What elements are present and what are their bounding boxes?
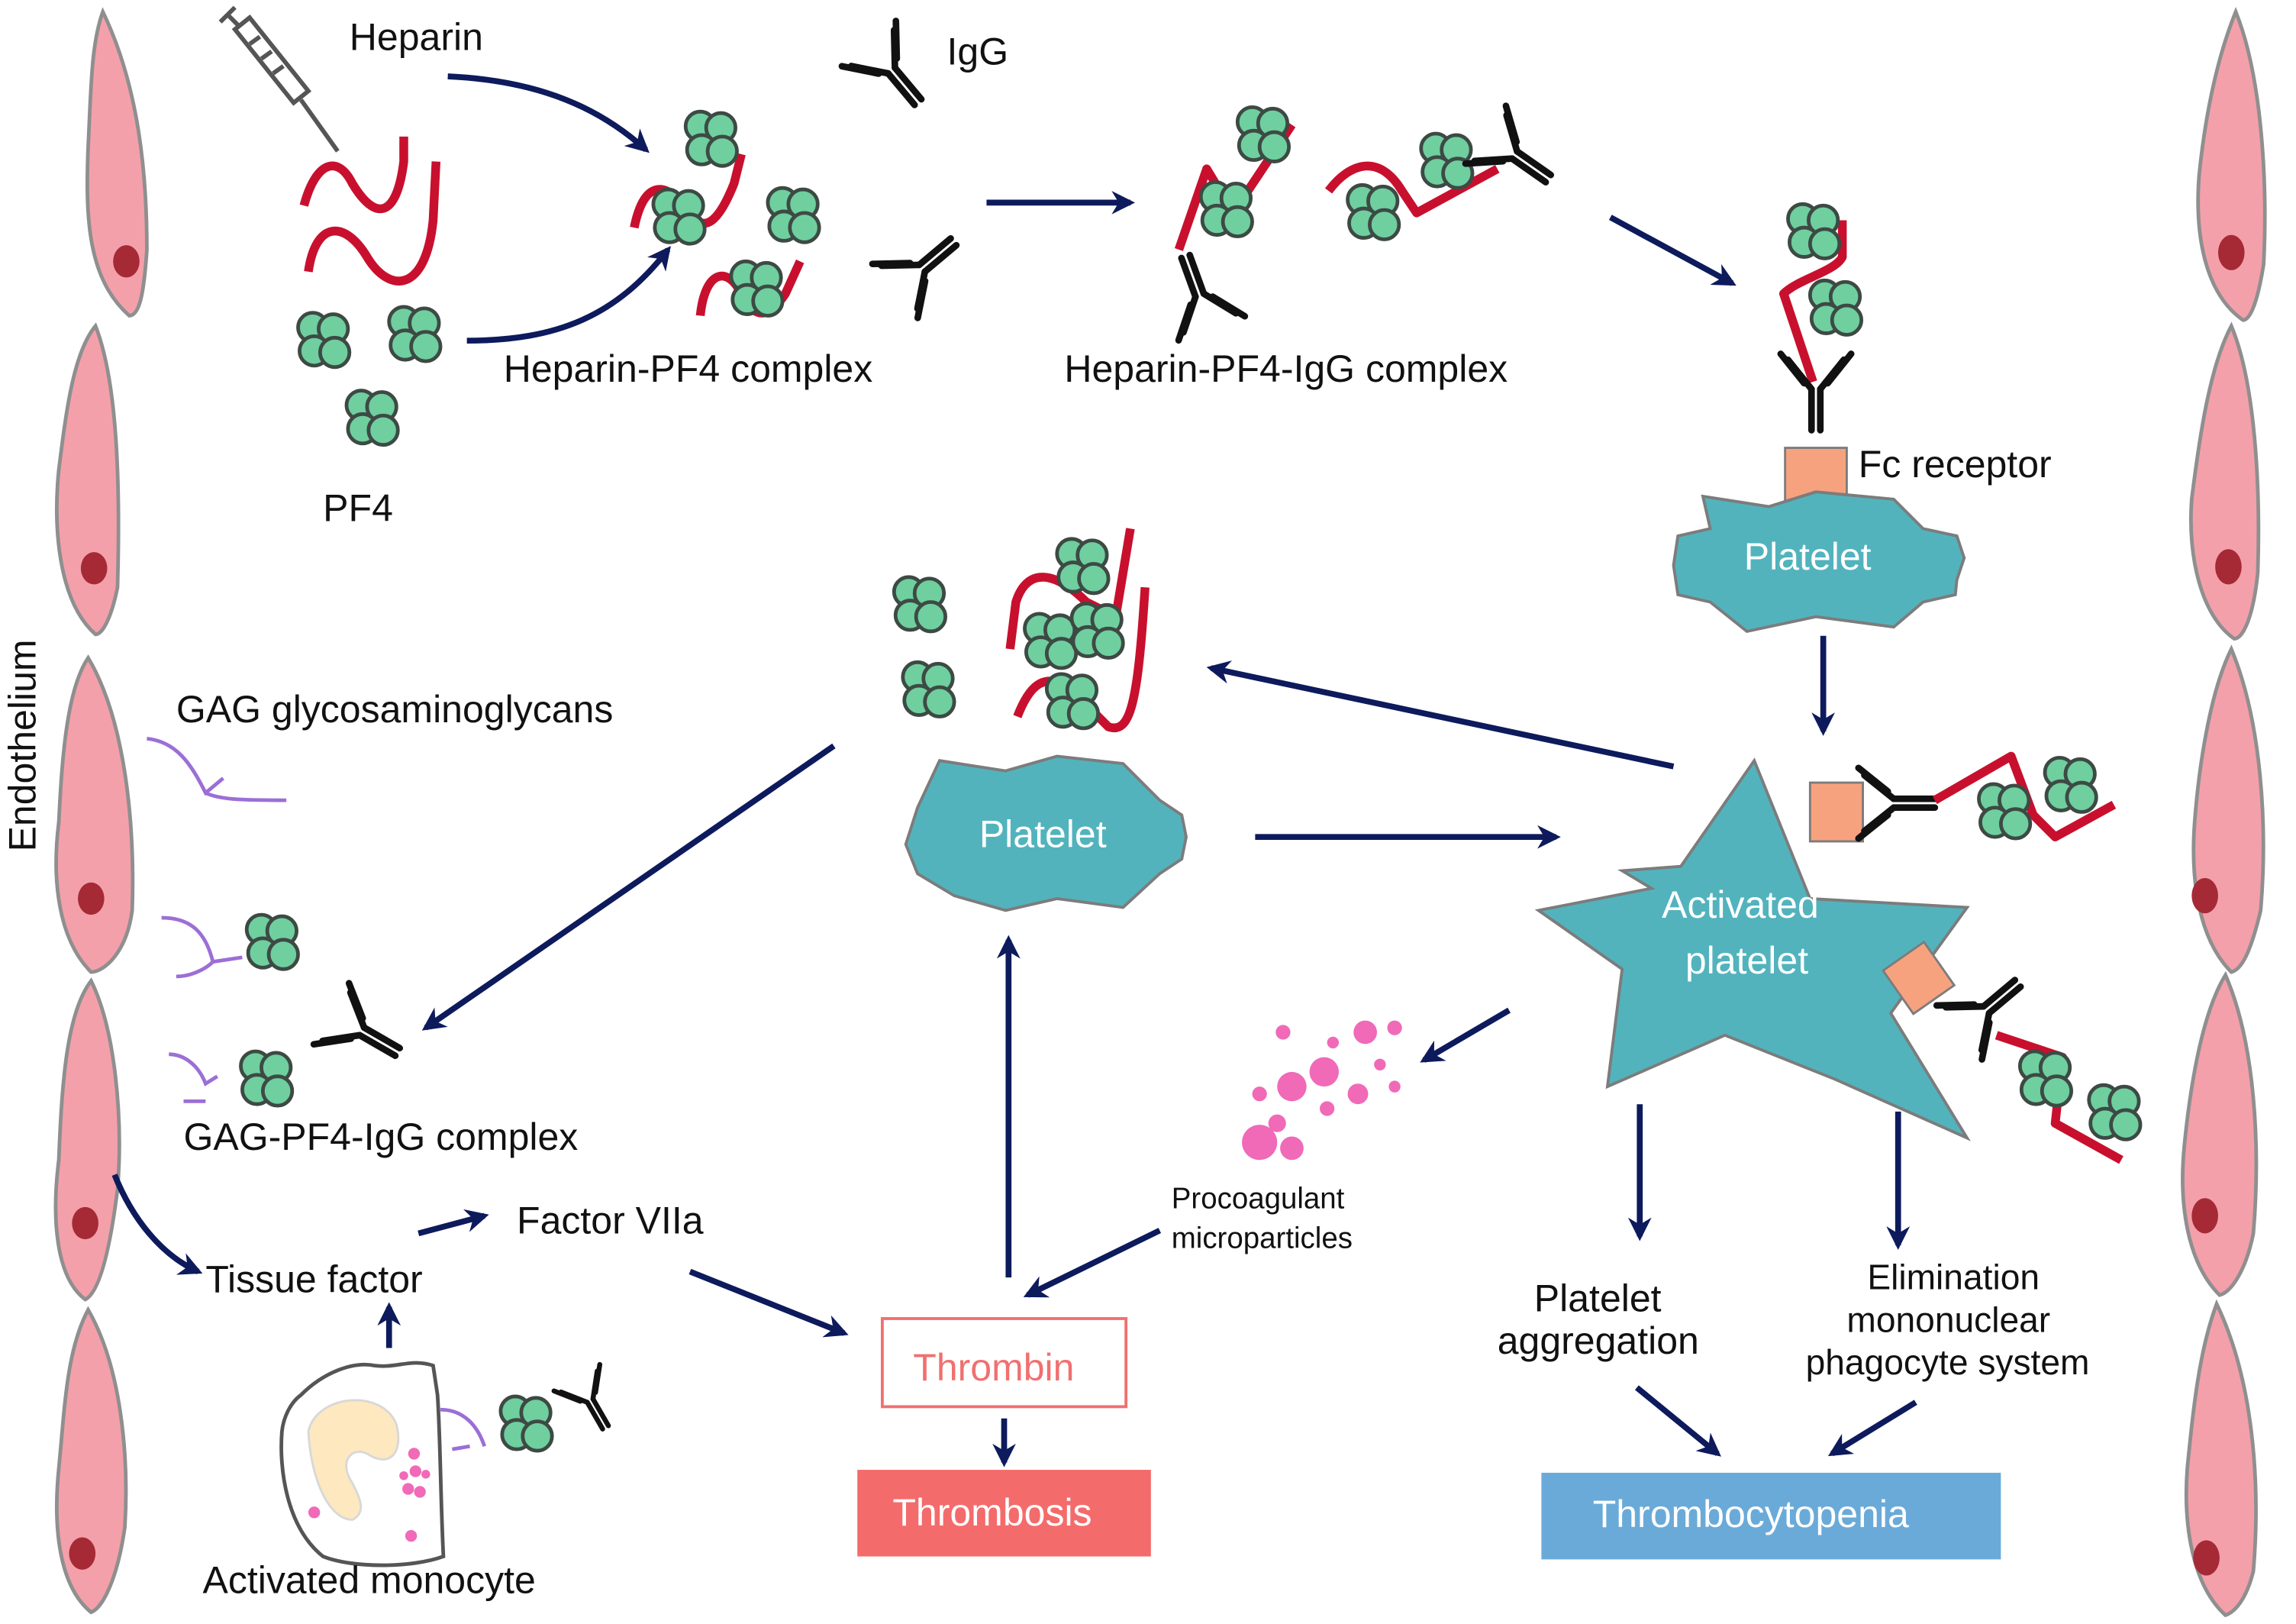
arrow-heparin-to-complex [447,73,650,153]
gag-bound-igg-icon [314,983,415,1083]
platelet-top-label: Platelet [1744,535,1872,578]
fc-receptor-label: Fc receptor [1859,443,2052,486]
elimination-label-2: mononuclear [1846,1300,2050,1339]
released-pf4-complexes-icon [894,528,1150,732]
arrow-tissue-factor-to-viia [418,1209,489,1237]
pf4-tetramer-icon [298,307,440,445]
pf4-label: PF4 [323,487,393,530]
thrombin-label: Thrombin [913,1346,1074,1389]
heparin-pf4-complex-icon [630,111,819,315]
elimination-label-1: Elimination [1867,1258,2040,1297]
thrombocytopenia-label: Thrombocytopenia [1593,1493,1909,1535]
arrow-pf4-to-complex [466,246,671,344]
igg-label: IgG [947,31,1009,73]
platelet-top [1672,490,1966,634]
platelet-aggregation-label-1: Platelet [1534,1277,1662,1319]
arrow-endothelium-to-tissue-factor [111,1174,203,1275]
endothelium-left [53,7,149,1615]
factor-viia-label: Factor VIIa [517,1199,704,1241]
thrombin-box [880,1317,1128,1409]
elimination-label-3: phagocyte system [1806,1342,2090,1382]
activated-platelet [1534,757,1971,1141]
tissue-factor-label: Tissue factor [205,1258,422,1300]
endothelium-right [2181,6,2267,1618]
fc-bound-complex-icon [1781,204,1862,430]
procoagulant-label-1: Procoagulant [1172,1183,1345,1216]
platelet-aggregation-label-2: aggregation [1498,1319,1699,1362]
thrombosis-box [857,1470,1151,1557]
fc-receptor-lower [1882,940,1956,1015]
arrow-microparticles-to-thrombin [1023,1228,1162,1298]
activated-monocyte-label: Activated monocyte [202,1559,535,1602]
heparin-pf4-complex-label: Heparin-PF4 complex [504,347,873,390]
endothelium-label: Endothelium [1,639,44,851]
heparin-chain-icon [299,136,441,286]
arrow-viia-to-thrombin [688,1268,849,1338]
monocyte-icon [279,1361,629,1567]
arrow-to-gag-complex [421,743,836,1031]
heparin-pf4-igg-complex-icon [1153,106,1569,341]
arrow-to-fc-binding [1608,215,1737,286]
procoagulant-microparticles-icon [1242,1020,1402,1161]
heparin-label: Heparin [350,15,483,58]
gag-icon [147,736,287,1103]
arrow-aggregation-to-thrombocytopenia [1634,1385,1721,1457]
arrow-activated-to-released [1206,660,1675,770]
thrombocytopenia-box [1541,1472,2001,1560]
syringe-icon [218,5,340,153]
procoagulant-label-2: microparticles [1172,1222,1353,1255]
heparin-pf4-igg-complex-label: Heparin-PF4-IgG complex [1064,347,1508,390]
fc-receptor-upper [1808,781,1865,843]
gag-bound-pf4-icon [240,915,298,1106]
platelet-center [904,754,1188,912]
activated-platelet-label-2: platelet [1685,939,1808,982]
arrow-to-microparticles [1420,1007,1511,1063]
bound-complex-lower-icon [1936,957,2140,1164]
activated-platelet-label-1: Activated [1662,883,1819,926]
gag-label: GAG glycosaminoglycans [176,688,613,731]
bound-complex-upper-icon [1859,751,2117,838]
platelet-center-label: Platelet [979,813,1107,856]
gag-pf4-igg-complex-label: GAG-PF4-IgG complex [183,1115,578,1158]
arrow-elimination-to-thrombocytopenia [1827,1400,1917,1457]
thrombosis-label: Thrombosis [892,1491,1092,1534]
